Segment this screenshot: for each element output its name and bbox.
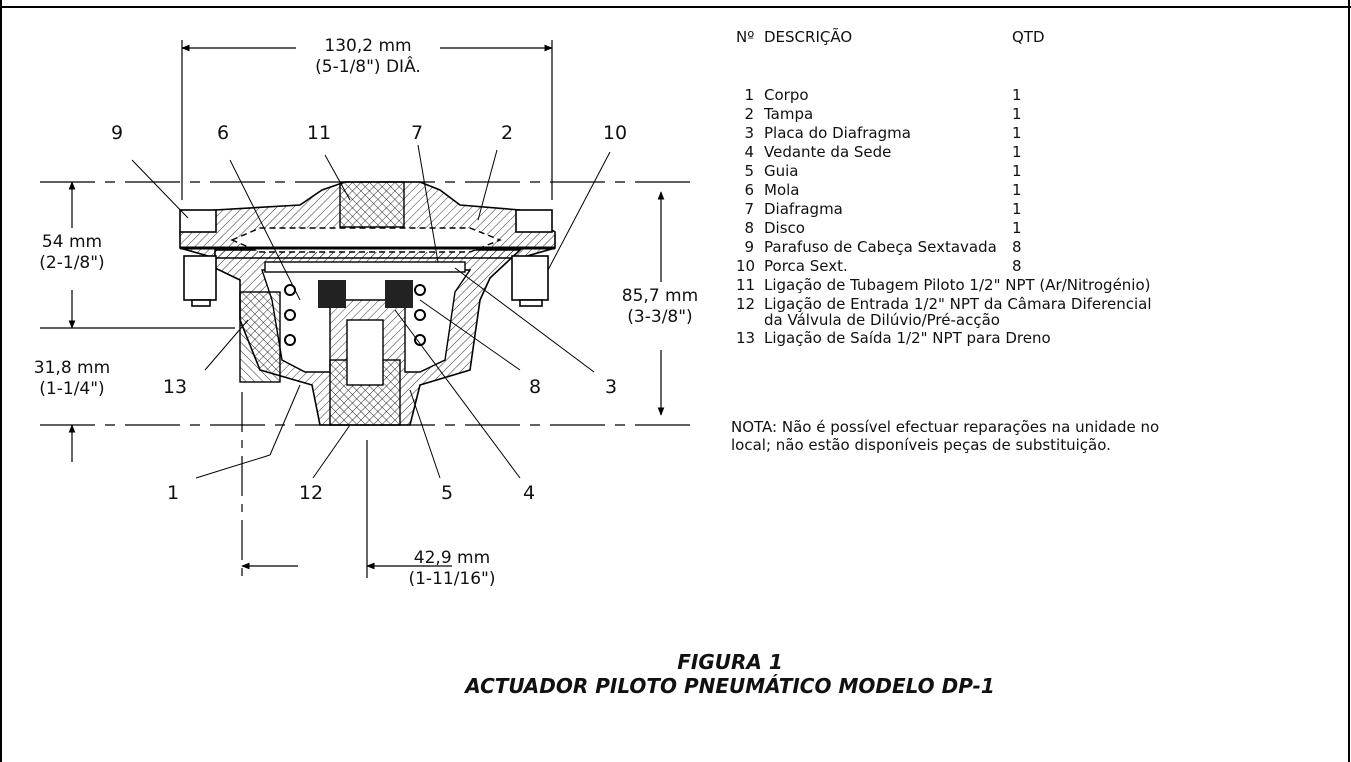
part-desc: Mola bbox=[764, 181, 800, 199]
dim-left-upper-in: (2-1/8") bbox=[39, 253, 105, 273]
callout-12: 12 bbox=[298, 482, 324, 504]
part-qty: 1 bbox=[1012, 143, 1022, 161]
part-desc: Guia bbox=[764, 162, 799, 180]
part-qty: 1 bbox=[1012, 86, 1022, 104]
part-qty: 1 bbox=[1012, 200, 1022, 218]
dim-left-lower-mm: 31,8 mm bbox=[33, 358, 111, 378]
callout-11: 11 bbox=[306, 122, 332, 144]
parts-table-header-qty: QTD bbox=[1012, 28, 1045, 46]
dim-right-height-in: (3-3/8") bbox=[627, 307, 693, 327]
part-qty: 1 bbox=[1012, 105, 1022, 123]
callout-4: 4 bbox=[522, 482, 536, 504]
figure-title: ACTUADOR PILOTO PNEUMÁTICO MODELO DP-1 bbox=[465, 674, 995, 698]
callout-10: 10 bbox=[602, 122, 628, 144]
part-num: 4 bbox=[744, 143, 754, 161]
part-qty: 1 bbox=[1012, 162, 1022, 180]
part-qty: 8 bbox=[1012, 238, 1022, 256]
dim-left-lower: 31,8 mm (1-1/4") bbox=[22, 358, 122, 400]
part-num: 2 bbox=[744, 105, 754, 123]
part-num: 12 bbox=[736, 295, 756, 313]
part-desc: Porca Sext. bbox=[764, 257, 848, 275]
dim-right-height-mm: 85,7 mm bbox=[621, 286, 699, 306]
part-desc: Tampa bbox=[764, 105, 814, 123]
dim-left-upper-mm: 54 mm bbox=[41, 232, 103, 252]
dim-bottom-offset-mm: 42,9 mm bbox=[413, 548, 491, 568]
callout-1: 1 bbox=[166, 482, 180, 504]
part-desc: Vedante da Sede bbox=[764, 143, 892, 161]
part-num: 13 bbox=[736, 329, 756, 347]
dim-left-upper: 54 mm (2-1/8") bbox=[22, 232, 122, 274]
part-desc: Diafragma bbox=[764, 200, 843, 218]
figure-caption: FIGURA 1 ACTUADOR PILOTO PNEUMÁTICO MODE… bbox=[300, 650, 1160, 698]
part-num: 9 bbox=[744, 238, 754, 256]
callout-6: 6 bbox=[216, 122, 230, 144]
repair-note: NOTA: Não é possível efectuar reparações… bbox=[731, 418, 1160, 454]
part-num: 6 bbox=[744, 181, 754, 199]
part-num: 7 bbox=[744, 200, 754, 218]
parts-table-header-num: Nº bbox=[736, 28, 755, 46]
part-desc: Corpo bbox=[764, 86, 809, 104]
part-qty: 1 bbox=[1012, 181, 1022, 199]
part-num: 1 bbox=[744, 86, 754, 104]
part-desc: Ligação de Tubagem Piloto 1/2" NPT (Ar/N… bbox=[764, 276, 1151, 294]
part-num: 5 bbox=[744, 162, 754, 180]
part-desc: Disco bbox=[764, 219, 805, 237]
dim-overall-diameter: 130,2 mm (5-1/8") DIÂ. bbox=[296, 36, 440, 78]
part-num: 3 bbox=[744, 124, 754, 142]
part-desc: Ligação de Entrada 1/2" NPT da Câmara Di… bbox=[764, 295, 1152, 313]
parts-table-header-desc: DESCRIÇÃO bbox=[764, 28, 853, 46]
part-desc-continued: da Válvula de Dilúvio/Pré-acção bbox=[764, 311, 1000, 329]
dim-overall-diameter-in: (5-1/8") DIÂ. bbox=[315, 57, 421, 77]
figure-number: FIGURA 1 bbox=[677, 650, 783, 674]
part-qty: 1 bbox=[1012, 219, 1022, 237]
callout-5: 5 bbox=[440, 482, 454, 504]
dim-overall-diameter-mm: 130,2 mm bbox=[324, 36, 412, 56]
callout-3: 3 bbox=[604, 376, 618, 398]
dim-bottom-offset: 42,9 mm (1-11/16") bbox=[392, 548, 512, 590]
callout-8: 8 bbox=[528, 376, 542, 398]
dim-right-height: 85,7 mm (3-3/8") bbox=[604, 286, 716, 328]
dim-left-lower-in: (1-1/4") bbox=[39, 379, 105, 399]
part-num: 8 bbox=[744, 219, 754, 237]
callout-13: 13 bbox=[162, 376, 188, 398]
part-desc: Placa do Diafragma bbox=[764, 124, 911, 142]
callout-7: 7 bbox=[410, 122, 424, 144]
callout-9: 9 bbox=[110, 122, 124, 144]
part-qty: 1 bbox=[1012, 124, 1022, 142]
part-qty: 8 bbox=[1012, 257, 1022, 275]
part-desc: Parafuso de Cabeça Sextavada bbox=[764, 238, 997, 256]
callout-2: 2 bbox=[500, 122, 514, 144]
part-desc: Ligação de Saída 1/2" NPT para Dreno bbox=[764, 329, 1051, 347]
part-num: 11 bbox=[736, 276, 756, 294]
dim-bottom-offset-in: (1-11/16") bbox=[408, 569, 496, 589]
part-num: 10 bbox=[736, 257, 756, 275]
